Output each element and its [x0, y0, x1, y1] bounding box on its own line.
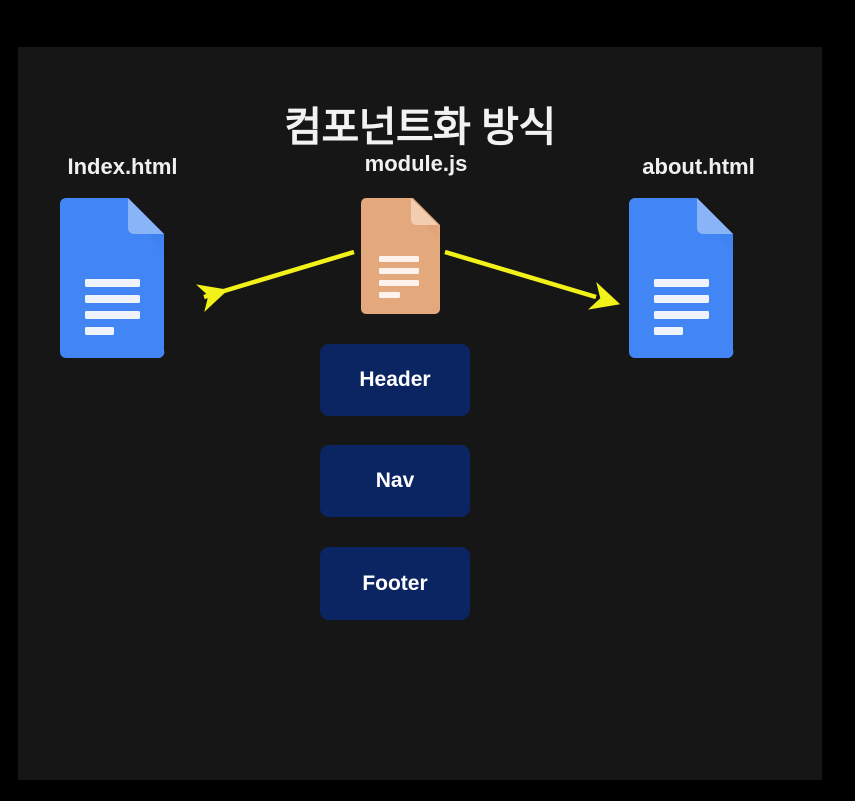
component-box-footer[interactable]: Footer	[320, 547, 470, 620]
file-label-about: about.html	[642, 154, 755, 179]
component-box-nav-label: Nav	[375, 469, 415, 492]
file-label-module: module.js	[364, 151, 468, 176]
page-title: 컴포넌트화 방식	[284, 104, 556, 150]
component-box-footer-label: Footer	[362, 571, 428, 595]
file-label-index: Index.html	[67, 154, 178, 179]
component-box-header[interactable]: Header	[320, 344, 470, 416]
arrow-module-to-about	[444, 249, 621, 310]
component-box-header-label: Header	[359, 368, 431, 391]
slide-panel: 컴포넌트화 방식 Index.html module.js about.html	[18, 47, 822, 780]
document-icon-module	[358, 198, 440, 314]
arrow-module-to-index	[195, 249, 355, 312]
component-box-nav[interactable]: Nav	[320, 445, 470, 517]
document-icon-about	[625, 198, 737, 358]
document-icon-index	[56, 198, 168, 358]
